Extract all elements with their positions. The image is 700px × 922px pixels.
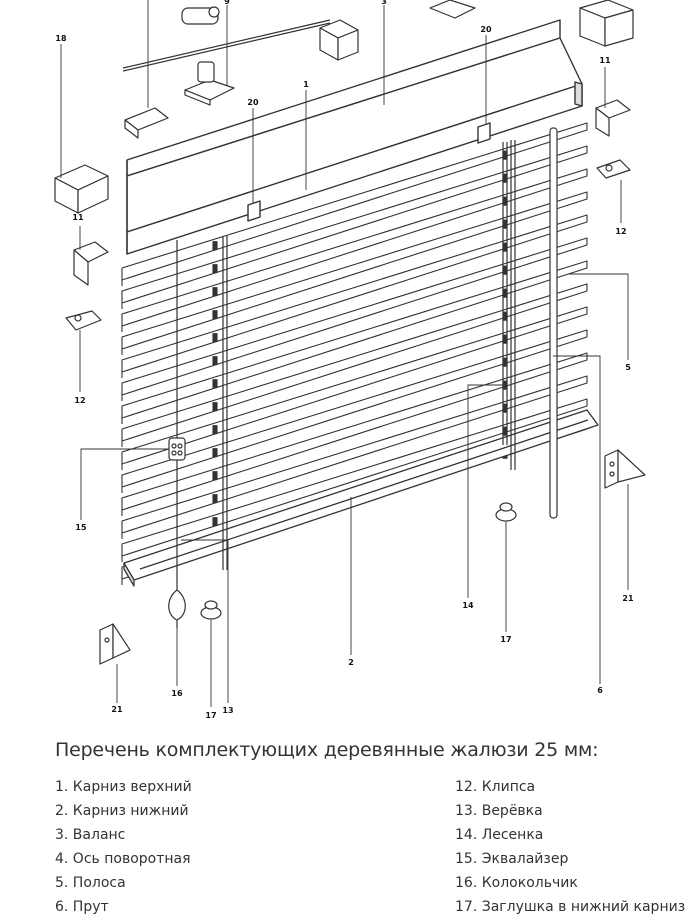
top-headrail [126,19,583,255]
cords [176,140,516,590]
bracket-bottom-right [604,449,646,489]
tilt-rod [122,19,331,72]
callout-12-left: 12 [74,396,85,405]
list-item: 15. Эквалайзер [455,851,569,867]
list-item: 14. Лесенка [455,827,544,843]
slat [121,352,588,511]
cord-lock [184,61,235,106]
callout-17-right: 17 [500,635,511,644]
callout-20-right: 20 [480,25,492,34]
ladder-rung [212,356,218,366]
plug-left [200,600,222,620]
ladder-rung [212,287,218,297]
parts-list-right: 12. Клипса 13. Верёвка 14. Лесенка 15. Э… [455,778,700,922]
ladder-rung [212,241,218,251]
leader-lines [60,0,629,707]
callout-21-right: 21 [622,594,634,603]
bracket-bottom-left [99,623,131,665]
end-cap-left [54,164,109,214]
cord-tassel [168,589,186,628]
callout-6: 6 [597,686,603,695]
pulley-top [181,6,220,25]
slat [121,306,588,465]
tilter-mechanism [124,107,169,139]
slat [121,168,588,327]
ladder-rung [212,379,218,389]
end-cap-right [579,0,634,47]
parts-list-title: Перечень комплектующих деревянные жалюзи… [55,739,599,761]
callout-14: 14 [462,601,474,610]
slat [121,398,588,557]
slat [121,237,588,396]
slat [121,191,588,350]
callout-17-left: 17 [205,711,216,720]
cord-equalizer [168,437,186,461]
hardware [54,0,646,665]
callout-20-left: 20 [247,98,259,107]
list-item: 12. Клипса [455,779,536,795]
callout-3: 3 [381,0,387,6]
callout-1: 1 [303,80,309,89]
ladder-rung [212,264,218,274]
callout-16: 16 [171,689,183,698]
top-clip [429,0,476,19]
list-item: 17. Заглушка в нижний карниз [455,899,686,915]
list-item: 13. Верёвка [455,803,543,819]
list-item: 16. Колокольчик [455,875,578,891]
callout-13: 13 [222,706,233,715]
tilt-wand [549,127,558,519]
list-item: 3. Валанс [55,827,126,843]
blinds-exploded-diagram: 18 9 3 20 1 20 11 11 12 12 5 15 21 14 17… [54,0,646,720]
slat [121,329,588,488]
list-item: 1. Карниз верхний [55,779,192,795]
bracket-right [595,99,631,137]
slat [121,283,588,442]
ladder-rung [212,310,218,320]
slat [121,214,588,373]
ladder-rung [212,333,218,343]
plug-right [495,502,517,522]
callout-9: 9 [224,0,230,6]
ladder-rung [212,448,218,458]
clip-right [596,159,631,179]
clip-left [65,310,102,331]
callout-11-right: 11 [599,56,611,65]
list-item: 2. Карниз нижний [55,803,189,819]
list-item: 6. Прут [55,899,109,915]
ladder-rung [212,517,218,527]
list-item: 4. Ось поворотная [55,851,191,867]
callout-15: 15 [75,523,87,532]
bracket-left [73,241,109,286]
bottom-rail [123,409,599,587]
callout-12-right: 12 [615,227,626,236]
slat [121,122,588,281]
callout-2: 2 [348,658,354,667]
callout-21-left: 21 [111,705,123,714]
slat [121,260,588,419]
ladder-rung [212,471,218,481]
bracket-top [319,19,359,61]
callout-labels: 18 9 3 20 1 20 11 11 12 12 5 15 21 14 17… [55,0,634,720]
callout-11-left: 11 [72,213,84,222]
ladder-rung [212,402,218,412]
callout-18: 18 [55,34,67,43]
slat [121,375,588,534]
list-item: 5. Полоса [55,875,126,891]
ladder-rung [212,494,218,504]
ladder-rung [212,425,218,435]
parts-list-left: 1. Карниз верхний 2. Карниз нижний 3. Ва… [55,778,192,922]
slat [121,145,588,304]
callout-5: 5 [625,363,631,372]
